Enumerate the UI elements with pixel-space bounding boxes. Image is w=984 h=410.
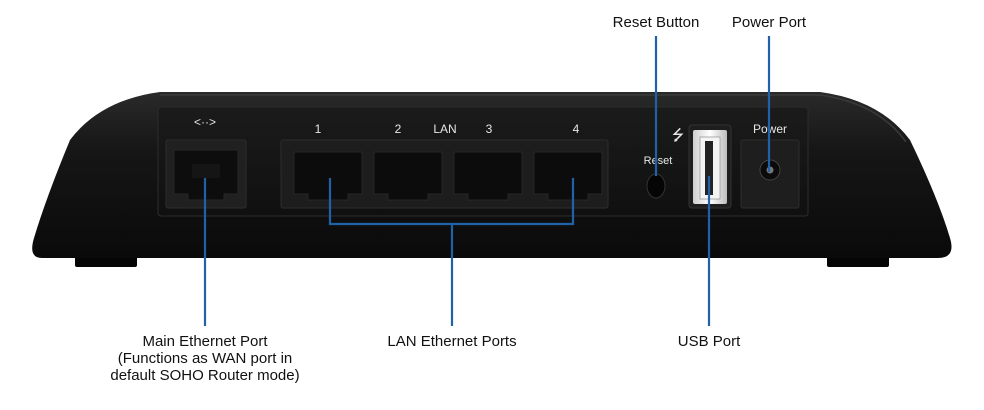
- lan-port-block: [280, 139, 609, 209]
- main-ethernet-port-callout-line-3: default SOHO Router mode): [110, 367, 300, 384]
- main-ethernet-port-callout-line-2: (Functions as WAN port in: [117, 350, 293, 367]
- main-ethernet-port[interactable]: [165, 139, 247, 209]
- usb-symbol-icon: ⭍: [672, 127, 685, 144]
- reset-button[interactable]: [646, 173, 666, 199]
- lan-port-2[interactable]: [373, 151, 443, 201]
- lan-number-2: 2: [395, 122, 402, 136]
- lan-number-4: 4: [573, 122, 580, 136]
- body-highlight: [160, 94, 907, 143]
- lan-ethernet-ports-callout: LAN Ethernet Ports: [387, 333, 517, 350]
- lan-port-3[interactable]: [453, 151, 523, 201]
- main-ethernet-port-callout: Main Ethernet Port (Functions as WAN por…: [90, 333, 320, 384]
- lan-label: LAN: [433, 122, 456, 136]
- reset-button-callout: Reset Button: [612, 14, 700, 31]
- reset-panel-label: Reset: [644, 155, 673, 167]
- usb-port-callout: USB Port: [677, 333, 741, 350]
- usb-port[interactable]: [688, 124, 732, 209]
- main-ethernet-port-callout-line-1: Main Ethernet Port: [142, 333, 268, 350]
- lan-number-3: 3: [486, 122, 493, 136]
- lan-number-1: 1: [315, 122, 322, 136]
- power-port-callout: Power Port: [731, 14, 807, 31]
- lan-port-4[interactable]: [533, 151, 603, 201]
- lan-port-1[interactable]: [293, 151, 363, 201]
- wan-symbol-label: <··>: [194, 115, 216, 129]
